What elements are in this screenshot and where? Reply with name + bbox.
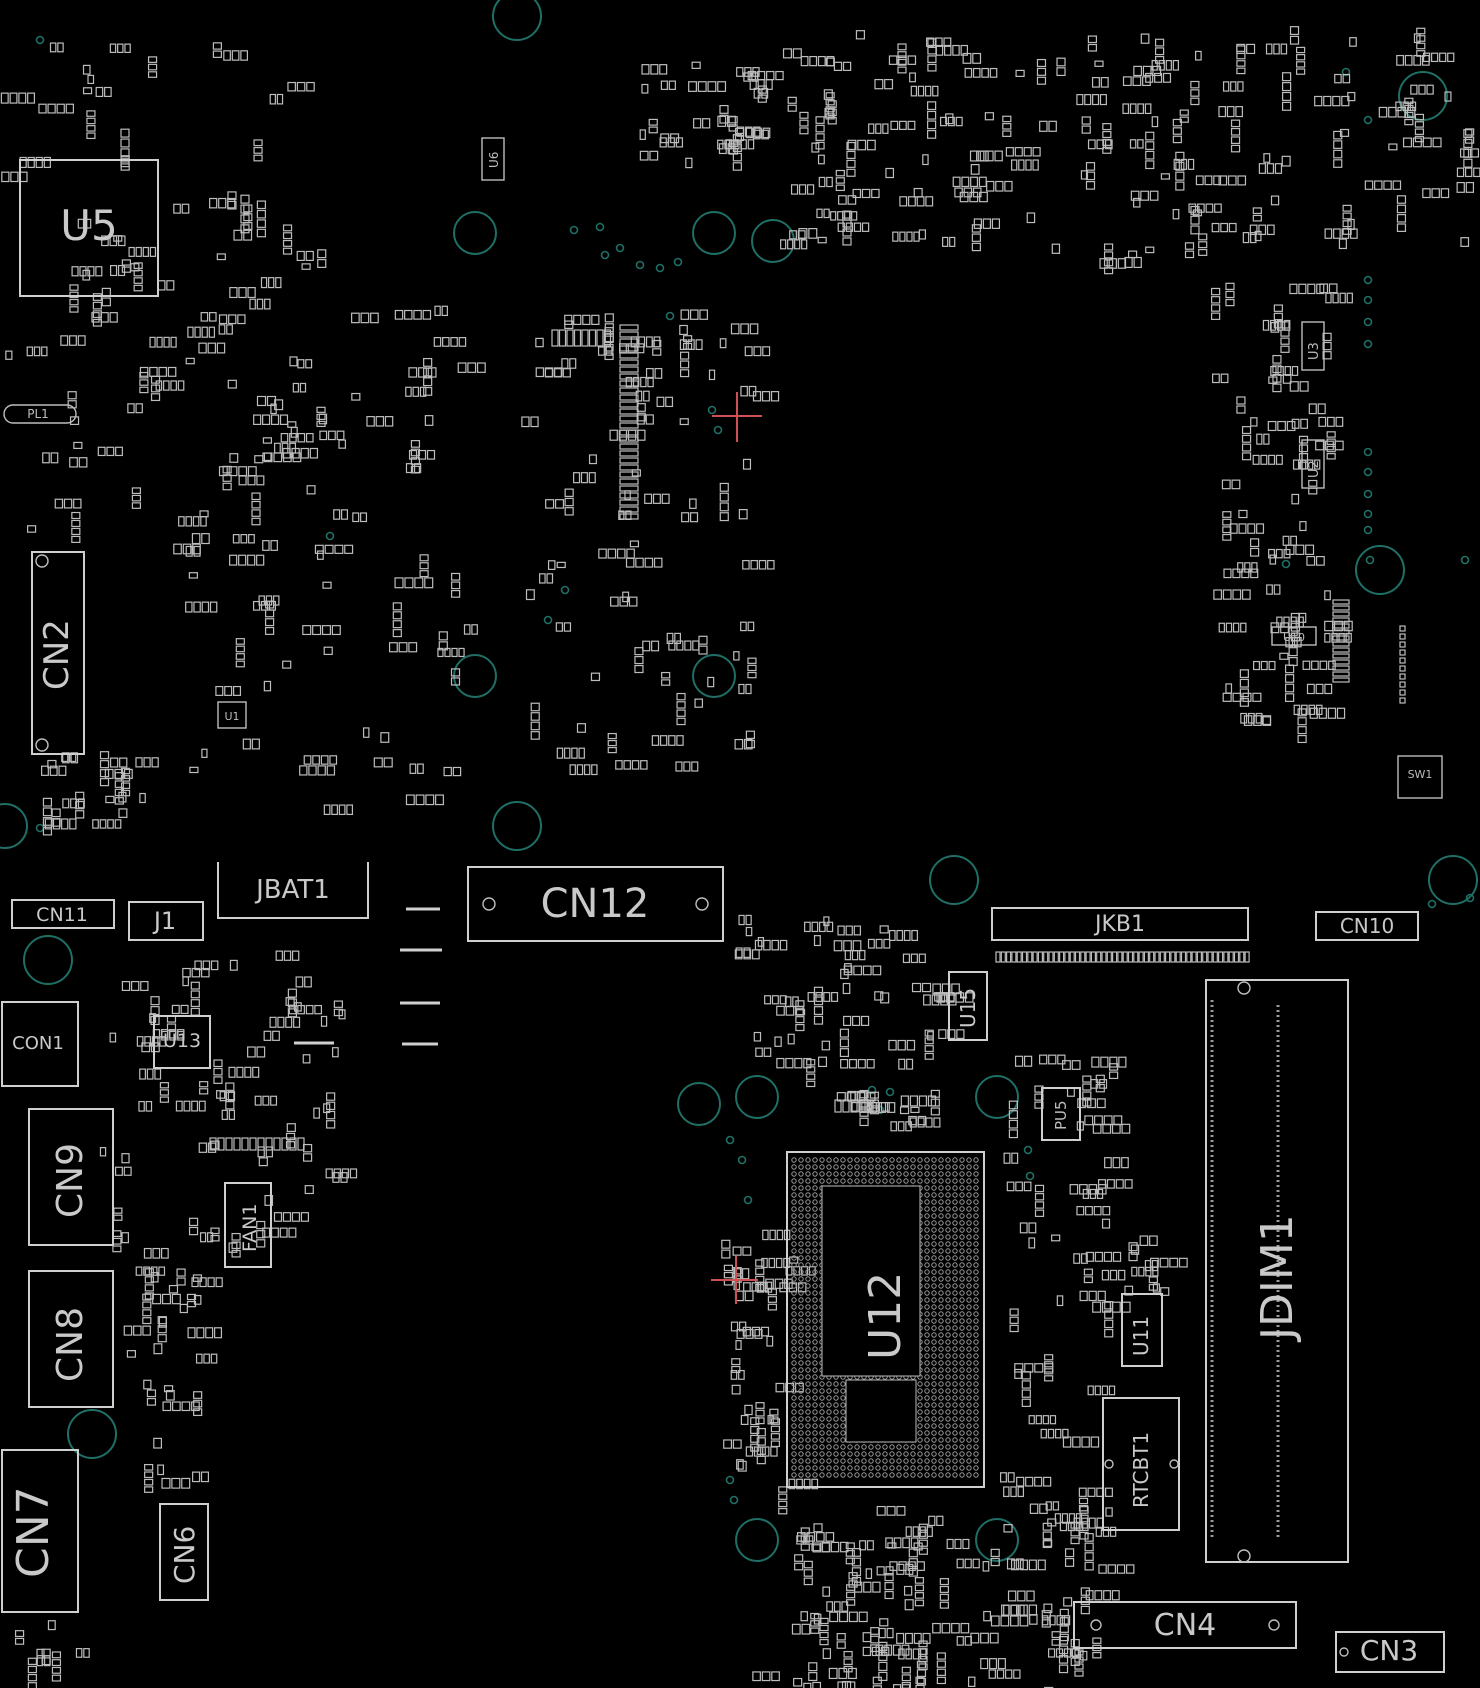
rtcbt1-label: RTCBT1 xyxy=(1129,1432,1153,1508)
cn2-label: CN2 xyxy=(37,619,77,690)
crosshair-marker xyxy=(711,1256,758,1304)
cn4-label: CN4 xyxy=(1154,1608,1216,1643)
u15-label: U15 xyxy=(956,988,980,1028)
connector-cn7: CN7 xyxy=(1,1449,79,1613)
jbat1-label: JBAT1 xyxy=(254,875,330,905)
connector-j1: J1 xyxy=(128,901,204,941)
crosshair-marker xyxy=(712,392,762,442)
u1-label: U1 xyxy=(224,710,239,723)
u5-label: U5 xyxy=(60,201,117,250)
cn12-label: CN12 xyxy=(541,881,650,927)
pu5-label: PU5 xyxy=(1052,1100,1070,1130)
silkscreen-dashes xyxy=(294,907,442,1046)
connector-cn3: CN3 xyxy=(1335,1631,1445,1673)
battery-rtcbt1: RTCBT1 xyxy=(1102,1397,1180,1531)
connector-jbat1: JBAT1 xyxy=(217,862,369,919)
component-pads xyxy=(0,26,1480,1688)
chip-u2: U2 xyxy=(1301,439,1325,489)
connector-cn9: CN9 xyxy=(28,1108,114,1246)
switch-sw1: SW1 xyxy=(1397,755,1443,799)
j1-label: J1 xyxy=(152,907,176,935)
chip-u12: U12 xyxy=(786,1151,985,1488)
u12-label: U12 xyxy=(860,1272,911,1360)
connector-jdim1: JDIM1 xyxy=(1205,979,1349,1563)
chip-pu5: PU5 xyxy=(1041,1087,1081,1141)
chip-u5: U5 xyxy=(19,159,159,297)
u2-label: U2 xyxy=(1307,460,1322,478)
jkb1-label: JKB1 xyxy=(1093,912,1145,937)
connector-con1: CON1 xyxy=(1,1001,79,1087)
connector-jkb1: JKB1 xyxy=(991,907,1249,941)
con1-label: CON1 xyxy=(12,1033,64,1054)
chip-u1: U1 xyxy=(217,701,247,729)
connector-fan1: FAN1 xyxy=(224,1182,272,1268)
cn10-label: CN10 xyxy=(1340,914,1394,938)
connector-cn4: CN4 xyxy=(1073,1601,1297,1649)
cn11-label: CN11 xyxy=(36,904,88,926)
connector-cn2: CN2 xyxy=(31,551,85,755)
connector-cn11: CN11 xyxy=(11,899,115,929)
jdim1-label: JDIM1 xyxy=(1252,1214,1303,1343)
u6-label: U6 xyxy=(487,152,501,168)
chip-u11: U11 xyxy=(1121,1293,1163,1367)
chip-u15: U15 xyxy=(948,971,988,1041)
chip-u6: U6 xyxy=(481,137,505,181)
sw1-label: SW1 xyxy=(1408,768,1433,781)
cn8-label: CN8 xyxy=(50,1307,91,1382)
chip-u3: U3 xyxy=(1301,321,1325,371)
inductor-pl1: PL1 xyxy=(3,404,77,424)
vias xyxy=(35,35,1475,1505)
connector-cn8: CN8 xyxy=(28,1270,114,1408)
mounting-holes xyxy=(0,0,1478,1562)
u13-label: U13 xyxy=(163,1030,201,1052)
pl1-label: PL1 xyxy=(27,407,49,421)
u3-label: U3 xyxy=(1307,342,1322,360)
fan1-label: FAN1 xyxy=(239,1204,261,1252)
cn9-label: CN9 xyxy=(50,1143,91,1218)
connector-cn12: CN12 xyxy=(467,866,724,942)
u10-label: U10 xyxy=(1283,631,1305,644)
connector-cn10: CN10 xyxy=(1315,911,1419,941)
cn6-label: CN6 xyxy=(168,1526,201,1584)
chip-u13: U13 xyxy=(153,1015,211,1069)
cn7-label: CN7 xyxy=(8,1486,59,1578)
connector-cn6: CN6 xyxy=(159,1503,209,1601)
chip-u10: U10 xyxy=(1271,626,1317,646)
u11-label: U11 xyxy=(1129,1316,1153,1356)
cn3-label: CN3 xyxy=(1360,1634,1418,1667)
